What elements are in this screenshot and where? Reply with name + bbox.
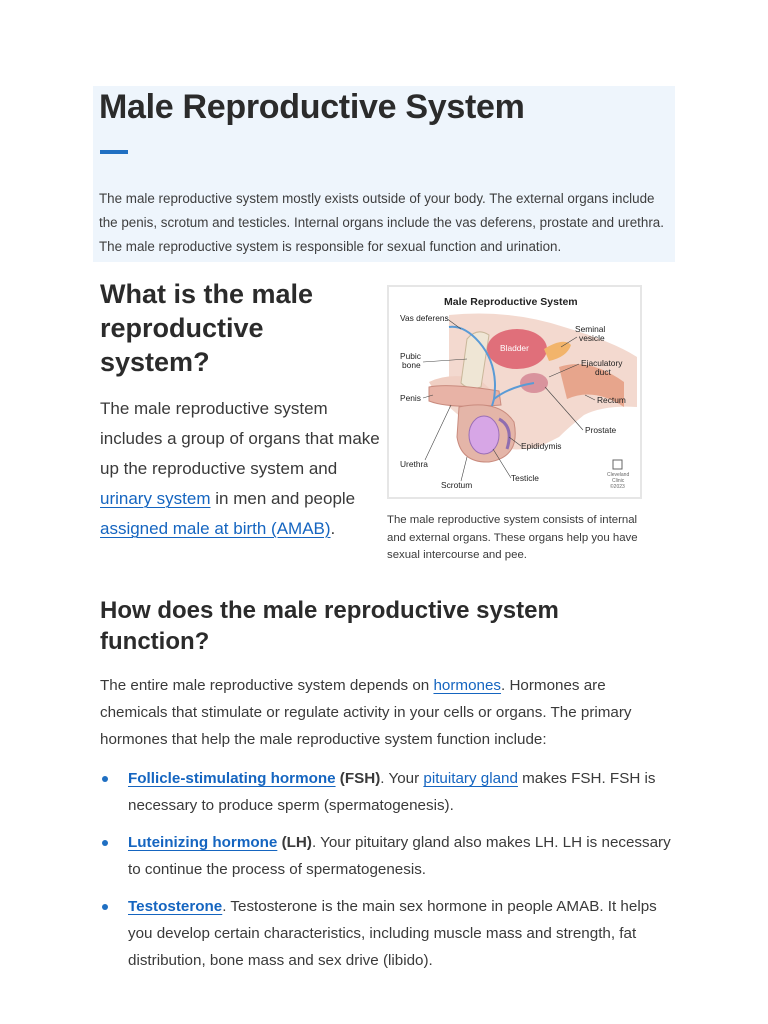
logo-text-line3: ©2023 [610,483,625,490]
label-ejaculatory-duct: Ejaculatory [581,358,623,368]
paragraph-text: The entire male reproductive system depe… [100,677,434,694]
intro-paragraph: The male reproductive system mostly exis… [99,191,664,254]
logo-text-line2: Clinic [612,478,625,484]
bullet-icon [102,840,108,846]
link-luteinizing-hormone[interactable]: Luteinizing hormone [128,834,278,851]
list-item: Follicle-stimulating hormone (FSH). Your… [100,765,675,819]
hormone-abbreviation: (LH) [277,834,312,851]
list-item-text: . Your [380,770,424,787]
link-hormones[interactable]: hormones [433,677,502,694]
bullet-icon [102,776,108,782]
list-item: Luteinizing hormone (LH). Your pituitary… [100,829,675,883]
link-testosterone[interactable]: Testosterone [128,898,223,915]
section-paragraph-what-is: The male reproductive system includes a … [100,394,380,544]
label-epididymis: Epididymis [521,441,562,451]
list-item-text: . Testosterone is the main sex hormone i… [128,898,657,969]
label-vas-deferens: Vas deferens [400,313,449,323]
page-title: Male Reproductive System [99,88,525,126]
section-heading-what-is: What is the male reproductive system? [100,279,314,377]
label-ejaculatory-duct-2: duct [595,367,612,377]
paragraph-text: . Hormones are chemicals that stimulate … [100,677,632,748]
label-pubic-bone-2: bone [402,360,421,370]
section-heading-function: How does the male reproductive system fu… [100,597,559,655]
list-item-text: makes FSH. FSH is necessary to produce s… [128,770,656,814]
label-seminal-vesicle-2: vesicle [579,333,605,343]
link-pituitary-gland[interactable]: pituitary gland [423,770,518,787]
label-scrotum: Scrotum [441,480,472,490]
logo-text-line1: Cleveland [607,472,629,478]
list-item-text: . Your pituitary gland also makes LH. LH… [128,834,671,878]
cleveland-clinic-logo-icon [612,459,623,470]
label-urethra: Urethra [400,459,428,469]
paragraph-text: The male reproductive system includes a … [100,399,380,478]
paragraph-text: in men and people [210,489,356,508]
anatomy-diagram: Male Reproductive System Bladder Vas def… [389,287,640,497]
figure-caption: The male reproductive system consists of… [387,514,638,561]
title-accent-bar [100,150,128,154]
hormone-abbreviation: (FSH) [335,770,381,787]
paragraph-text: . [330,519,336,538]
label-pubic-bone: Pubic [400,351,421,361]
link-follicle-stimulating-hormone[interactable]: Follicle-stimulating hormone [128,770,336,787]
bullet-icon [102,904,108,910]
diagram-title: Male Reproductive System [444,296,578,308]
section-paragraph-function: The entire male reproductive system depe… [100,672,675,753]
anatomy-illustration: Male Reproductive System Bladder Vas def… [387,285,642,499]
label-seminal-vesicle: Seminal [575,324,605,334]
link-assigned-male-at-birth[interactable]: assigned male at birth (AMAB) [100,519,331,538]
intro-banner: Male Reproductive System The male reprod… [93,86,675,262]
label-testicle: Testicle [511,473,539,483]
hormone-list: Follicle-stimulating hormone (FSH). Your… [100,765,675,984]
link-urinary-system[interactable]: urinary system [100,489,211,508]
list-item: Testosterone. Testosterone is the main s… [100,893,675,974]
label-rectum: Rectum [597,395,626,405]
label-penis: Penis [400,393,421,403]
label-bladder: Bladder [500,343,529,353]
label-prostate: Prostate [585,425,617,435]
